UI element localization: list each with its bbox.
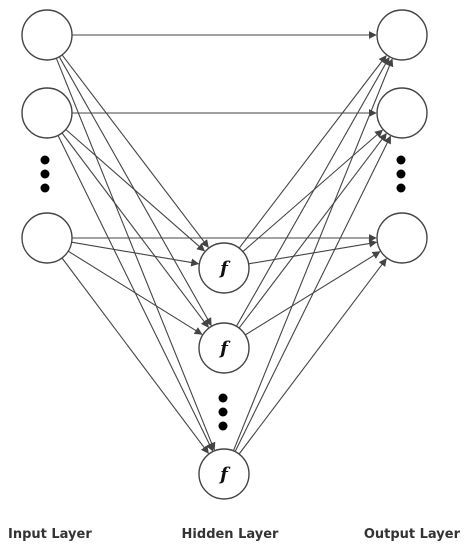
- output-node-2: [376, 87, 428, 139]
- edge-hidden-1-to-output-1: [238, 55, 387, 249]
- edge-hidden-3-to-output-3: [238, 258, 387, 455]
- hidden-ellipsis-dot-3: [218, 421, 228, 431]
- hidden-node-1: [198, 242, 250, 294]
- edge-hidden-1-to-output-3: [248, 239, 378, 265]
- edge-input-2-to-hidden-2: [61, 132, 209, 328]
- edge-hidden-3-to-output-1: [232, 58, 394, 452]
- output-layer-label: Output Layer: [364, 527, 461, 542]
- hidden-ellipsis-dot-2: [218, 407, 228, 417]
- input-ellipsis-dot-1: [40, 155, 50, 165]
- output-ellipsis-dot-3: [396, 183, 406, 193]
- output-node-1: [376, 9, 428, 61]
- output-ellipsis-dot-1: [396, 155, 406, 165]
- hidden-ellipsis: [218, 393, 228, 431]
- edge-input-3-to-hidden-1: [71, 241, 200, 267]
- output-ellipsis-dot-2: [396, 169, 406, 179]
- input-node-2: [21, 87, 73, 139]
- hidden-node-3: [198, 448, 250, 500]
- edge-input-1-to-hidden-3: [55, 57, 216, 451]
- nodes-group: f f f: [21, 9, 428, 500]
- input-node-3: [21, 212, 73, 264]
- edge-hidden-3-to-output-2: [234, 135, 391, 452]
- hidden-node-2: [198, 322, 250, 374]
- hidden-ellipsis-dot-1: [218, 393, 228, 403]
- input-layer-label: Input Layer: [8, 527, 92, 542]
- hidden-layer-label: Hidden Layer: [182, 527, 279, 542]
- output-node-3: [376, 212, 428, 264]
- input-node-1: [21, 9, 73, 61]
- edge-input-1-to-hidden-1: [61, 54, 209, 248]
- connection-edges: [55, 31, 394, 455]
- edge-hidden-2-to-output-2: [238, 133, 387, 329]
- edge-input-3-to-hidden-3: [61, 257, 209, 454]
- output-ellipsis: [396, 155, 406, 193]
- edge-hidden-1-to-output-2: [242, 129, 384, 253]
- input-ellipsis-dot-2: [40, 169, 50, 179]
- edge-input-3-to-hidden-2: [67, 250, 203, 335]
- input-ellipsis-dot-3: [40, 183, 50, 193]
- edge-input-1-to-hidden-2: [58, 56, 212, 327]
- edge-hidden-2-to-output-1: [235, 56, 390, 327]
- edge-input-2-to-hidden-1: [65, 129, 206, 252]
- input-ellipsis: [40, 155, 50, 193]
